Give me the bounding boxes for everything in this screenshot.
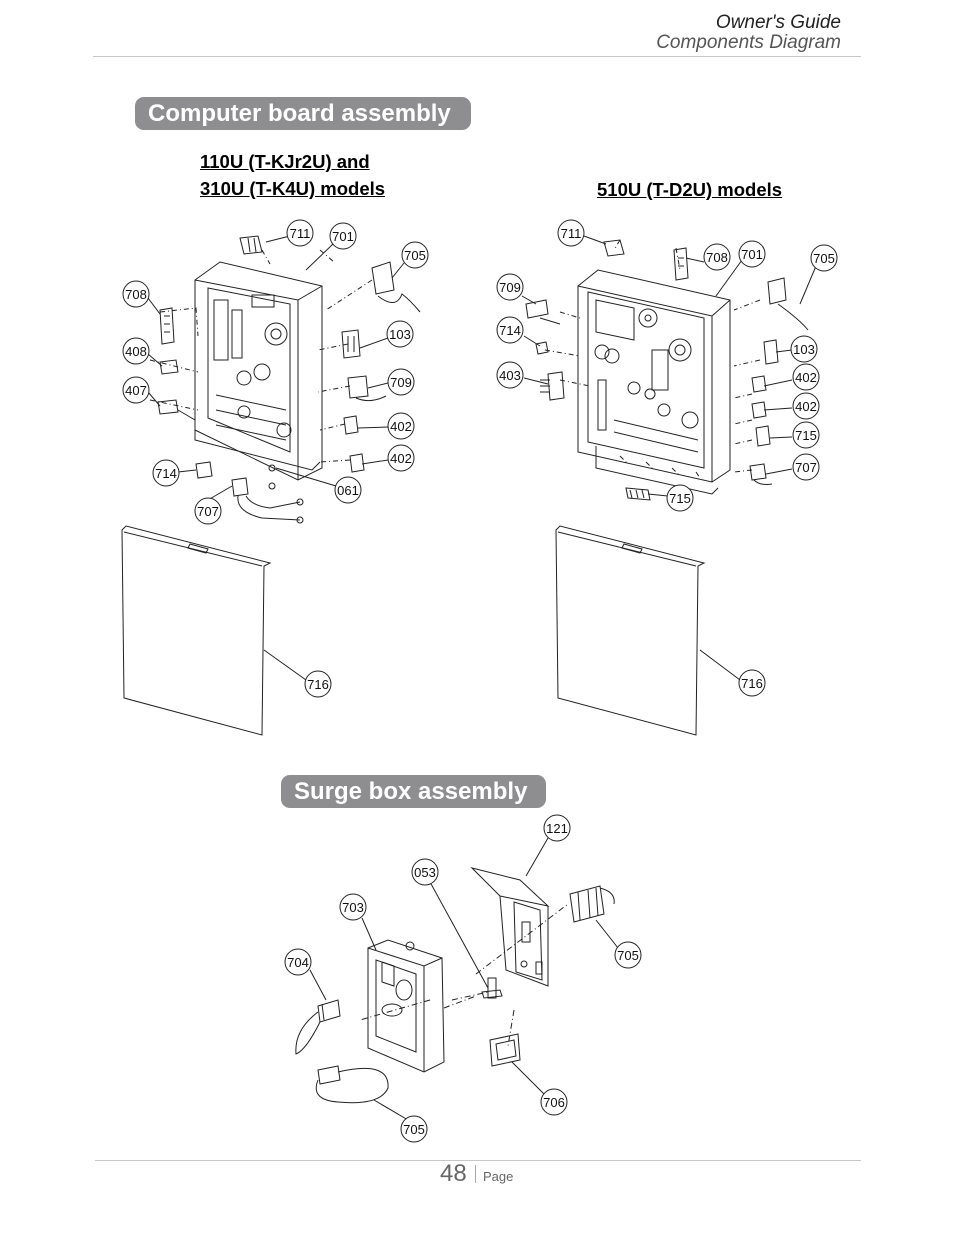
computer-board-heading: Computer board assembly <box>135 97 471 130</box>
callout-label: 715 <box>669 491 691 506</box>
callout-label: 709 <box>390 375 412 390</box>
callout-label: 408 <box>125 344 147 359</box>
header-rule <box>93 56 861 57</box>
model-label-left: 110U (T-KJr2U) and 310U (T-K4U) models <box>200 148 385 202</box>
callout-label: 121 <box>546 821 568 836</box>
callout-label: 716 <box>741 676 763 691</box>
right-board-leaders <box>521 235 817 681</box>
page-label: Page <box>483 1169 514 1184</box>
callout-label: 402 <box>390 451 412 466</box>
section-title: Components Diagram <box>656 32 841 53</box>
callout-label: 709 <box>499 280 521 295</box>
callout-label: 103 <box>793 342 815 357</box>
callout-label: 402 <box>795 399 817 414</box>
right-board-assembly <box>525 239 809 501</box>
callout-label: 701 <box>741 247 763 262</box>
callout-label: 705 <box>617 948 639 963</box>
callout-label: 714 <box>499 323 521 338</box>
callout-label: 705 <box>813 251 835 266</box>
model-label-right: 510U (T-D2U) models <box>597 179 783 200</box>
callout-circles <box>122 219 838 1143</box>
callout-label: 714 <box>155 466 177 481</box>
left-board-leaders <box>147 235 405 681</box>
callout-label: 705 <box>403 1122 425 1137</box>
model-label-left-line-2: 310U (T-K4U) models <box>200 178 386 199</box>
callout-label: 103 <box>389 327 411 342</box>
callout-label: 711 <box>290 226 311 241</box>
callout-label: 715 <box>795 428 817 443</box>
model-label-left-line-1: 110U (T-KJr2U) and <box>200 151 370 172</box>
footer-rule <box>95 1160 861 1161</box>
callout-label: 706 <box>543 1095 565 1110</box>
footer-separator <box>475 1165 476 1183</box>
callout-labels: 711 701 705 708 103 408 709 407 402 402 … <box>125 226 835 1137</box>
guide-title: Owner's Guide <box>715 12 841 33</box>
callout-label: 707 <box>197 504 219 519</box>
callout-label: 703 <box>342 900 364 915</box>
callout-label: 402 <box>390 419 412 434</box>
callout-label: 407 <box>125 383 147 398</box>
callout-label: 711 <box>561 226 582 241</box>
surge-box-assembly <box>295 867 615 1104</box>
callout-label: 053 <box>414 865 436 880</box>
left-board-assembly <box>149 235 421 524</box>
callout-label: 704 <box>287 955 309 970</box>
callout-label: 701 <box>332 229 354 244</box>
right-cover-716 <box>555 525 706 736</box>
callout-label: 708 <box>706 250 728 265</box>
callout-label: 402 <box>795 370 817 385</box>
surge-box-heading: Surge box assembly <box>281 775 546 808</box>
callout-label: 707 <box>795 460 817 475</box>
page-number: 48 <box>440 1160 467 1187</box>
surge-box-leaders <box>309 837 619 1121</box>
callout-label: 708 <box>125 287 147 302</box>
callout-label: 403 <box>499 368 521 383</box>
callout-label: 061 <box>337 483 359 498</box>
callout-label: 716 <box>307 677 329 692</box>
callout-label: 705 <box>404 248 426 263</box>
left-cover-716 <box>121 525 272 736</box>
